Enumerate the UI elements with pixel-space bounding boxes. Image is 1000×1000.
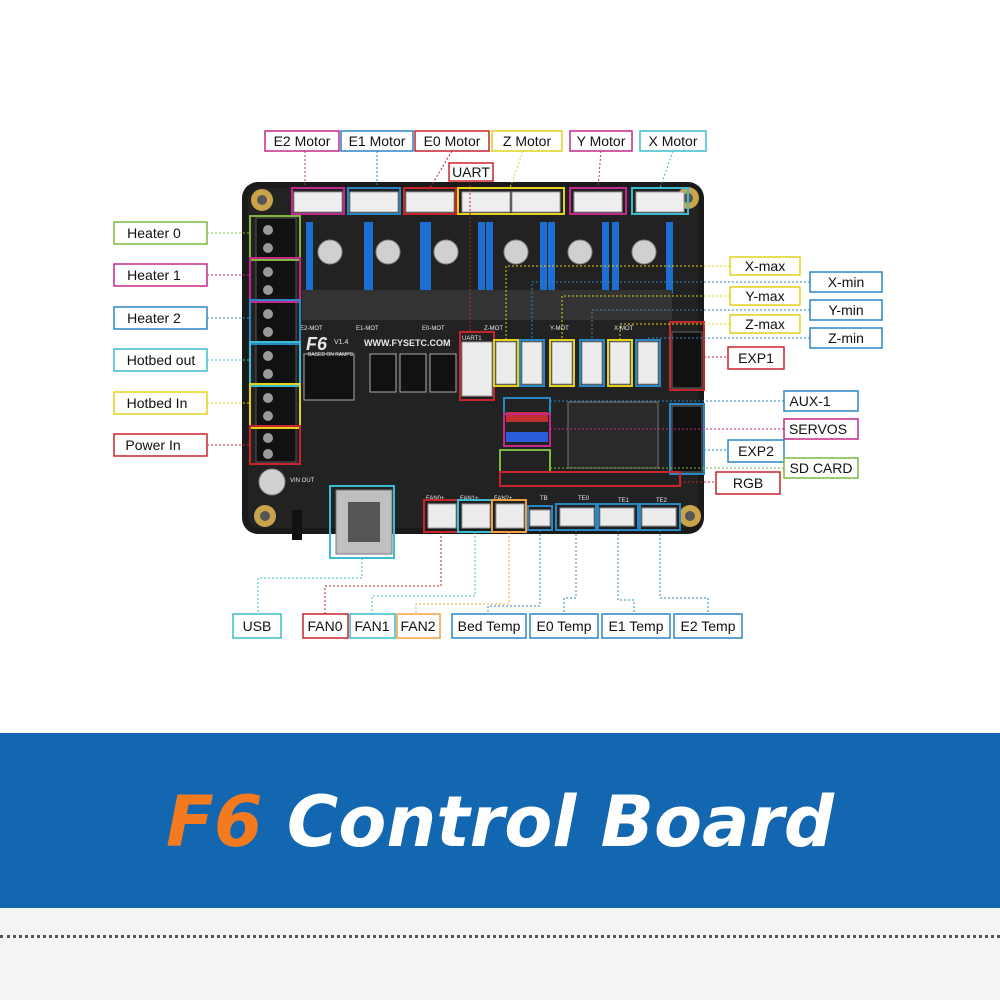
label-power-in: Power In: [125, 437, 180, 453]
silk-e1-mot: E1-MOT: [356, 326, 379, 332]
board-version: V1.4: [334, 339, 349, 346]
label-heater2: Heater 2: [127, 310, 181, 326]
silk-te2: TE2: [656, 498, 668, 504]
label-y-max: Y-max: [745, 288, 784, 304]
silk-x-mot: X-MOT: [614, 326, 634, 332]
motor-connectors: [293, 191, 685, 213]
label-fan2: FAN2: [400, 618, 435, 634]
label-bed-temp: Bed Temp: [458, 618, 521, 634]
label-uart: UART: [452, 164, 490, 180]
label-e1-motor: E1 Motor: [349, 133, 406, 149]
leader-lines: [207, 150, 810, 614]
label-aux1: AUX-1: [789, 393, 830, 409]
silk-e0-mot: E0-MOT: [422, 326, 445, 332]
banner-title: F6 Control Board: [0, 772, 1000, 872]
board-based-on: BASED ON RAMPS: [308, 352, 354, 358]
label-sd-card: SD CARD: [789, 460, 852, 476]
label-heater0: Heater 0: [127, 225, 181, 241]
silk-e2-mot: E2-MOT: [300, 326, 323, 332]
label-heater1: Heater 1: [127, 267, 181, 283]
label-x-min: X-min: [828, 274, 865, 290]
silk-tb: TB: [540, 496, 548, 502]
label-z-min: Z-min: [828, 330, 864, 346]
label-e0-temp: E0 Temp: [537, 618, 592, 634]
silk-te0: TE0: [578, 496, 590, 502]
label-y-motor: Y Motor: [577, 133, 626, 149]
footer-band: [0, 908, 1000, 1000]
label-usb: USB: [243, 618, 272, 634]
board-website: WWW.FYSETC.COM: [364, 338, 451, 348]
label-e2-temp: E2 Temp: [681, 618, 736, 634]
label-exp1: EXP1: [738, 350, 774, 366]
label-e0-motor: E0 Motor: [424, 133, 481, 149]
label-fan0: FAN0: [307, 618, 342, 634]
label-z-max: Z-max: [745, 316, 785, 332]
label-hotbed-in: Hotbed In: [127, 395, 188, 411]
label-x-motor: X Motor: [648, 133, 697, 149]
silk-y-mot: Y-MOT: [550, 326, 569, 332]
label-fan1: FAN1: [354, 618, 389, 634]
silk-uart1: UART1: [462, 336, 482, 342]
label-rgb: RGB: [733, 475, 763, 491]
pcb-board: F6 V1.4 BASED ON RAMPS WWW.FYSETC.COM UA…: [242, 182, 704, 555]
board-diagram: F6 V1.4 BASED ON RAMPS WWW.FYSETC.COM UA…: [113, 130, 883, 639]
label-servos: SERVOS: [789, 421, 847, 437]
capacitors: [258, 239, 657, 496]
silk-te1: TE1: [618, 498, 630, 504]
label-y-min: Y-min: [828, 302, 863, 318]
dotted-divider: [0, 935, 1000, 938]
silk-z-mot: Z-MOT: [484, 326, 503, 332]
label-z-motor: Z Motor: [503, 133, 552, 149]
label-boxes: [113, 130, 883, 639]
mcu-chip: [567, 401, 659, 469]
board-model: F6: [306, 334, 328, 354]
label-e1-temp: E1 Temp: [609, 618, 664, 634]
silk-vin-out: VIN OUT: [290, 478, 315, 484]
label-x-max: X-max: [745, 258, 785, 274]
label-hotbed-out: Hotbed out: [127, 352, 196, 368]
usb-port-icon: [335, 489, 393, 555]
label-exp2: EXP2: [738, 443, 774, 459]
label-e2-motor: E2 Motor: [274, 133, 331, 149]
stepper-sockets: [306, 222, 673, 294]
banner-title-accent: F6: [166, 781, 263, 863]
title-banner: [0, 733, 1000, 908]
banner-title-rest: Control Board: [286, 781, 834, 863]
terminal-blocks: [255, 217, 297, 463]
